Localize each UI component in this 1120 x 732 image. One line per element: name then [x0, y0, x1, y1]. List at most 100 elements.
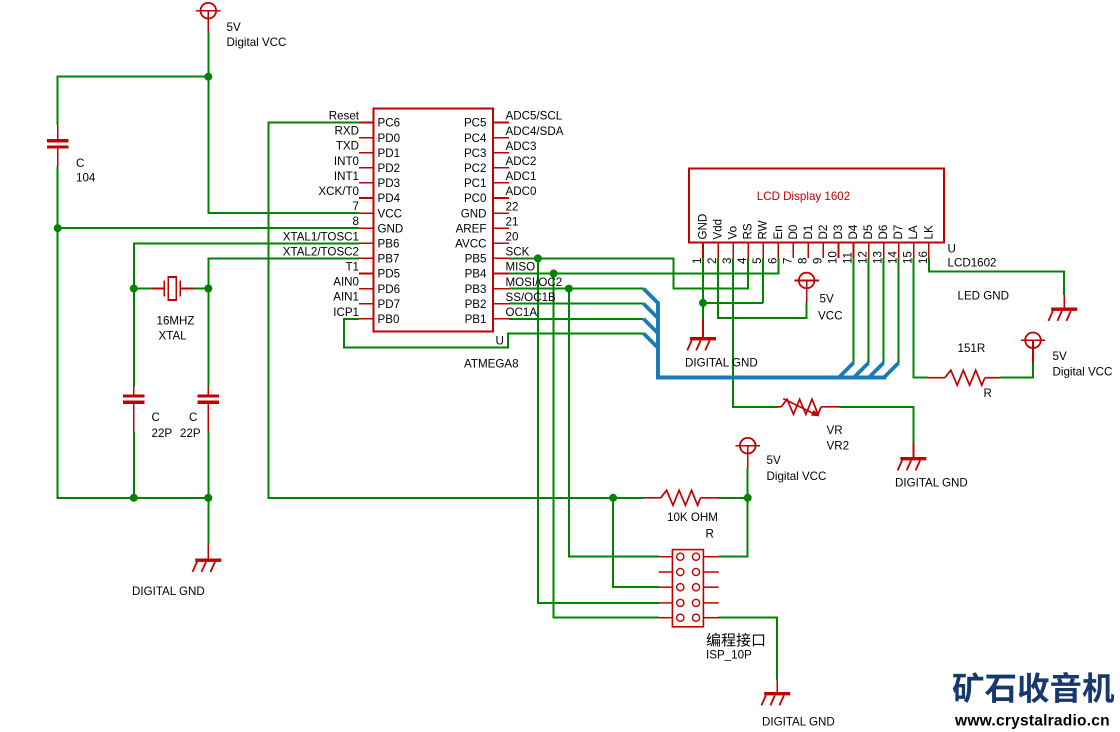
- wire: [132, 242, 359, 289]
- mcu-pin-name: PD1: [378, 147, 401, 160]
- lcd-pin-name: D6: [877, 225, 890, 240]
- junction-dot: [204, 72, 213, 81]
- gnd-hatch: [1065, 310, 1072, 322]
- wire: [567, 288, 659, 558]
- gnd-hatch: [695, 340, 702, 351]
- cjk-glyph: [1082, 672, 1115, 703]
- crystal-value: 16MHZ: [157, 315, 195, 328]
- lcd-pin-number: 4: [736, 257, 749, 264]
- gnd-label: DIGITAL GND: [762, 716, 835, 729]
- isp-pin-circle: [691, 582, 701, 592]
- lcd-display: [688, 167, 945, 258]
- junction-dot: [743, 493, 752, 502]
- mcu-pin-name: PB7: [378, 253, 400, 266]
- lcd-pin-number: 14: [887, 251, 900, 264]
- lcd-pin-number: 5: [751, 258, 764, 264]
- mcu-net-label: 8: [353, 215, 359, 228]
- power-volt: 5V: [767, 454, 781, 467]
- wire: [718, 616, 779, 680]
- gnd-hatch: [914, 460, 921, 471]
- mcu-pin-name: PC4: [464, 132, 487, 145]
- bus-entry: [642, 287, 660, 305]
- lcd-pin-number: 7: [781, 258, 794, 264]
- lcd-pin-number: 10: [826, 251, 839, 264]
- bus-spine: [656, 301, 887, 380]
- isp-title-cn: [706, 632, 765, 647]
- lcd-pin-number: 2: [706, 258, 719, 264]
- cjk-glyph: [721, 633, 736, 647]
- mcu-net-label: 22: [506, 200, 519, 213]
- isp-pin-circle: [691, 598, 701, 608]
- mcu-net-label: ADC5/SCL: [506, 110, 563, 123]
- bus-entry: [883, 361, 900, 379]
- lcd-pin-number: 13: [872, 251, 885, 264]
- isp-pin-circle: [676, 598, 685, 608]
- gnd-bar: [1051, 307, 1078, 311]
- isp-body: [671, 548, 705, 628]
- mcu-pin-name: PB1: [465, 313, 487, 326]
- mcu-pin-name: PC2: [464, 162, 487, 175]
- junction-dot: [549, 269, 558, 278]
- power-net: Digital VCC: [767, 470, 827, 483]
- potentiometer-vr2: [777, 397, 840, 417]
- gnd-hatch: [704, 340, 711, 351]
- cap-value: 22P: [152, 427, 173, 440]
- lcd-pin-name: RS: [742, 223, 755, 239]
- capacitor-c22p-right: [197, 386, 219, 433]
- mcu-net-label: ADC2: [506, 155, 537, 168]
- mcu-net-label: AIN0: [333, 276, 359, 289]
- lcd-pin-name: Vdd: [712, 219, 725, 240]
- cjk-glyph: [1051, 672, 1081, 703]
- power-net: VCC: [818, 310, 842, 323]
- watermark-url: www.crystalradio.cn: [954, 713, 1110, 730]
- mcu-net-label: INT1: [334, 170, 359, 183]
- gnd-hatch: [191, 561, 198, 573]
- wires: [56, 32, 1066, 680]
- cjk-glyph: [752, 634, 765, 647]
- isp-pin-circle: [676, 613, 685, 623]
- wire: [508, 257, 750, 290]
- mcu-net-label: 7: [353, 200, 359, 213]
- isp-connector: [658, 548, 719, 628]
- resistor-151r: [928, 367, 1000, 388]
- mcu-pin-name: PD4: [378, 192, 401, 205]
- power-flag-vcc-lcd: [794, 271, 819, 303]
- lcd-pin-name: D0: [787, 225, 800, 240]
- mcu-net-label: OC1A: [506, 306, 538, 319]
- vr-arrow-head: [810, 409, 820, 417]
- wire: [927, 257, 1066, 295]
- junction-dot: [129, 284, 138, 293]
- isp-pin-circle: [691, 613, 701, 623]
- mcu-net-label: XTAL2/TOSC2: [283, 245, 359, 258]
- mcu-pin-name: PC6: [378, 117, 401, 130]
- wire: [1000, 362, 1034, 379]
- mcu-net-label: INT0: [334, 155, 359, 168]
- junction-dot: [204, 493, 213, 502]
- lcd-pin-name: D2: [817, 225, 830, 240]
- mcu-pin-name: PD7: [378, 298, 401, 311]
- power-flag-digital-vcc-right: [1020, 331, 1046, 363]
- wire: [717, 257, 808, 319]
- resistor-value: 151R: [958, 342, 986, 355]
- junction-dot: [699, 298, 707, 307]
- mcu-pin-name: AREF: [456, 222, 487, 235]
- led-gnd-label: LED GND: [958, 290, 1010, 303]
- gnd-hatch: [1056, 310, 1063, 322]
- lcd-pin-number: 9: [811, 258, 824, 264]
- mcu-pin-name: PC0: [464, 192, 487, 205]
- wire: [612, 497, 659, 589]
- cjk-glyph: [736, 632, 751, 647]
- lcd-designator: U: [948, 243, 956, 256]
- bus-entry: [642, 332, 660, 350]
- resistor-ref: R: [984, 387, 992, 400]
- lcd-pin-name: D3: [832, 225, 845, 240]
- lcd-body: [688, 167, 945, 244]
- lcd-pin-number: 8: [796, 258, 809, 264]
- gnd-symbol-lcd: [686, 319, 716, 351]
- resistor-value: 10K OHM: [667, 511, 718, 524]
- vr-ref: VR: [827, 424, 843, 437]
- wire: [839, 405, 915, 444]
- cjk-glyph: [952, 672, 984, 704]
- gnd-hatch: [209, 561, 216, 573]
- resistor-zigzag: [660, 488, 702, 508]
